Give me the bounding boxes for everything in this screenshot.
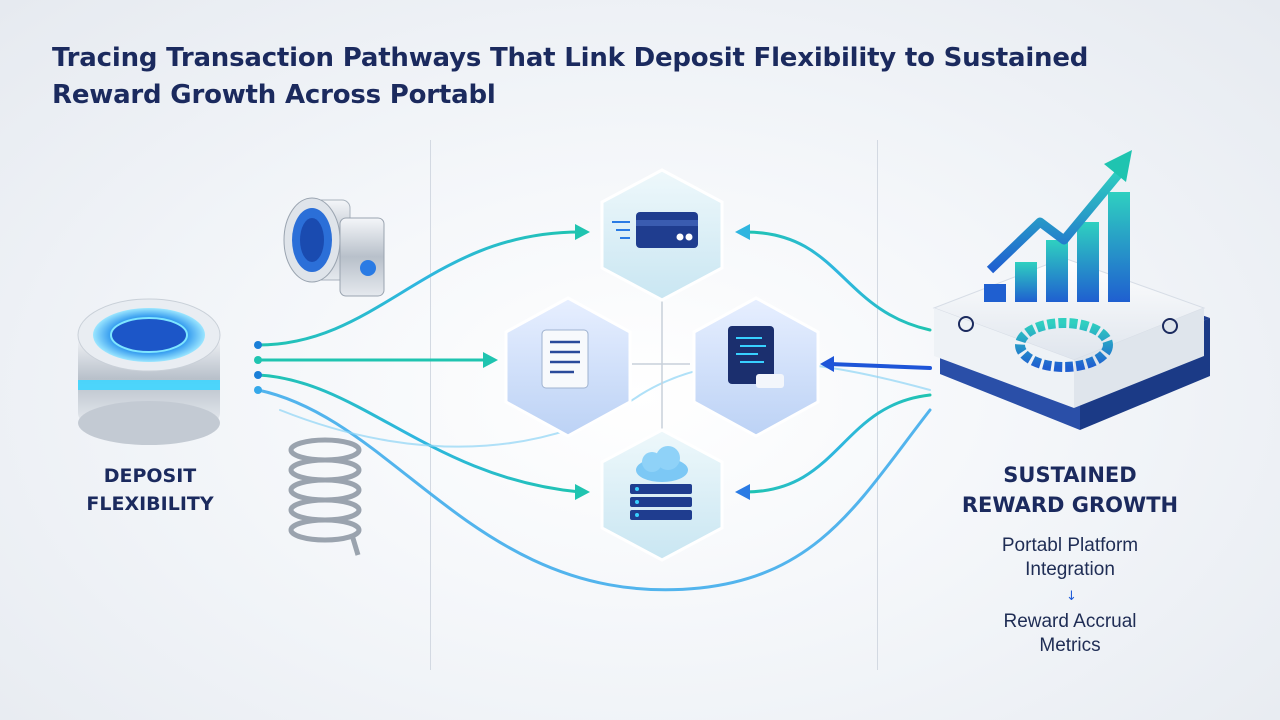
flow-step-integration: Portabl Platform Integration	[960, 534, 1180, 582]
source-nodes	[254, 341, 262, 394]
payment-card-icon	[612, 212, 698, 248]
cloud-server-icon	[630, 446, 692, 520]
page-title: Tracing Transaction Pathways That Link D…	[52, 43, 1089, 110]
code-document-icon	[728, 326, 784, 388]
hex-cloud-server	[600, 428, 724, 562]
reward-label-line1: SUSTAINED	[1003, 463, 1137, 487]
flow-step-metrics: Reward Accrual Metrics	[960, 610, 1180, 658]
section-divider-left	[430, 140, 431, 670]
deposit-flexibility-label: DEPOSIT FLEXIBILITY	[60, 462, 240, 518]
coil-spring-icon	[288, 437, 362, 556]
document-icon	[541, 329, 589, 389]
flow-step1-line1: Portabl Platform	[1001, 535, 1139, 556]
flow-step2-line1: Reward Accrual	[1003, 611, 1137, 632]
sustained-reward-growth-label: SUSTAINED REWARD GROWTH	[935, 460, 1205, 520]
flow-arrowheads	[483, 224, 834, 500]
growth-chart-icon	[932, 150, 1210, 430]
vault-door-icon	[283, 197, 385, 297]
hex-payment-card	[600, 168, 724, 302]
hex-document	[504, 296, 632, 438]
hex-connectors	[632, 290, 690, 432]
hex-code-document	[692, 296, 820, 438]
deposit-disk-icon	[77, 298, 221, 445]
section-divider-right	[877, 140, 878, 670]
deposit-label-line2: FLEXIBILITY	[86, 493, 214, 515]
reward-label-line2: REWARD GROWTH	[961, 493, 1179, 517]
flow-step1-line2: Integration	[1025, 559, 1115, 580]
deposit-label-line1: DEPOSIT	[103, 465, 197, 487]
flow-step2-line2: Metrics	[1039, 635, 1101, 656]
flow-paths	[256, 230, 932, 592]
down-arrow-icon: ↓	[1066, 589, 1077, 604]
